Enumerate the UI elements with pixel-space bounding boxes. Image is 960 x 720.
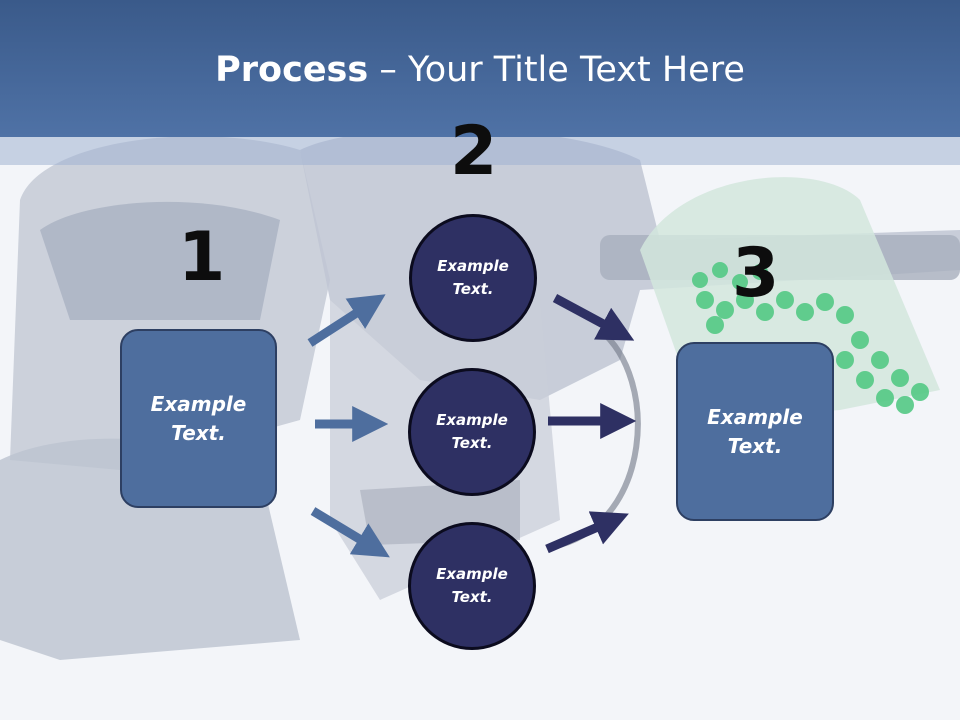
step-number-1: 1	[178, 218, 226, 297]
step1-text-line2: Text.	[171, 420, 226, 445]
step2-circle-top: Example Text.	[409, 214, 537, 342]
step1-box: Example Text.	[120, 329, 277, 508]
title-sub-band	[0, 137, 960, 165]
circle-text-line1: Example	[436, 411, 508, 429]
arrow-step1-to-circle3	[310, 507, 390, 558]
title-rest: – Your Title Text Here	[368, 50, 745, 90]
step3-text-line1: Example	[707, 404, 803, 429]
title-bar	[0, 0, 960, 137]
title-bold: Process	[215, 50, 369, 90]
circle-text-line1: Example	[437, 257, 509, 275]
slide-title: Process – Your Title Text Here	[0, 50, 960, 90]
arrow-circle1-to-step3	[552, 294, 635, 341]
circle-text-line2: Text.	[451, 588, 493, 606]
step3-box: Example Text.	[676, 342, 834, 521]
step-number-2: 2	[450, 112, 498, 191]
arrow-step1-to-circle1	[307, 294, 386, 347]
step2-circle-bottom: Example Text.	[408, 522, 536, 650]
circle-text-line2: Text.	[452, 280, 494, 298]
circle-text-line2: Text.	[451, 434, 493, 452]
arrow-circle3-to-step3	[545, 511, 629, 554]
circle-text-line1: Example	[436, 565, 508, 583]
step3-text-line2: Text.	[727, 433, 783, 458]
step2-circle-middle: Example Text.	[408, 368, 536, 496]
step1-text-line1: Example	[150, 391, 247, 416]
step-number-3: 3	[732, 234, 780, 313]
